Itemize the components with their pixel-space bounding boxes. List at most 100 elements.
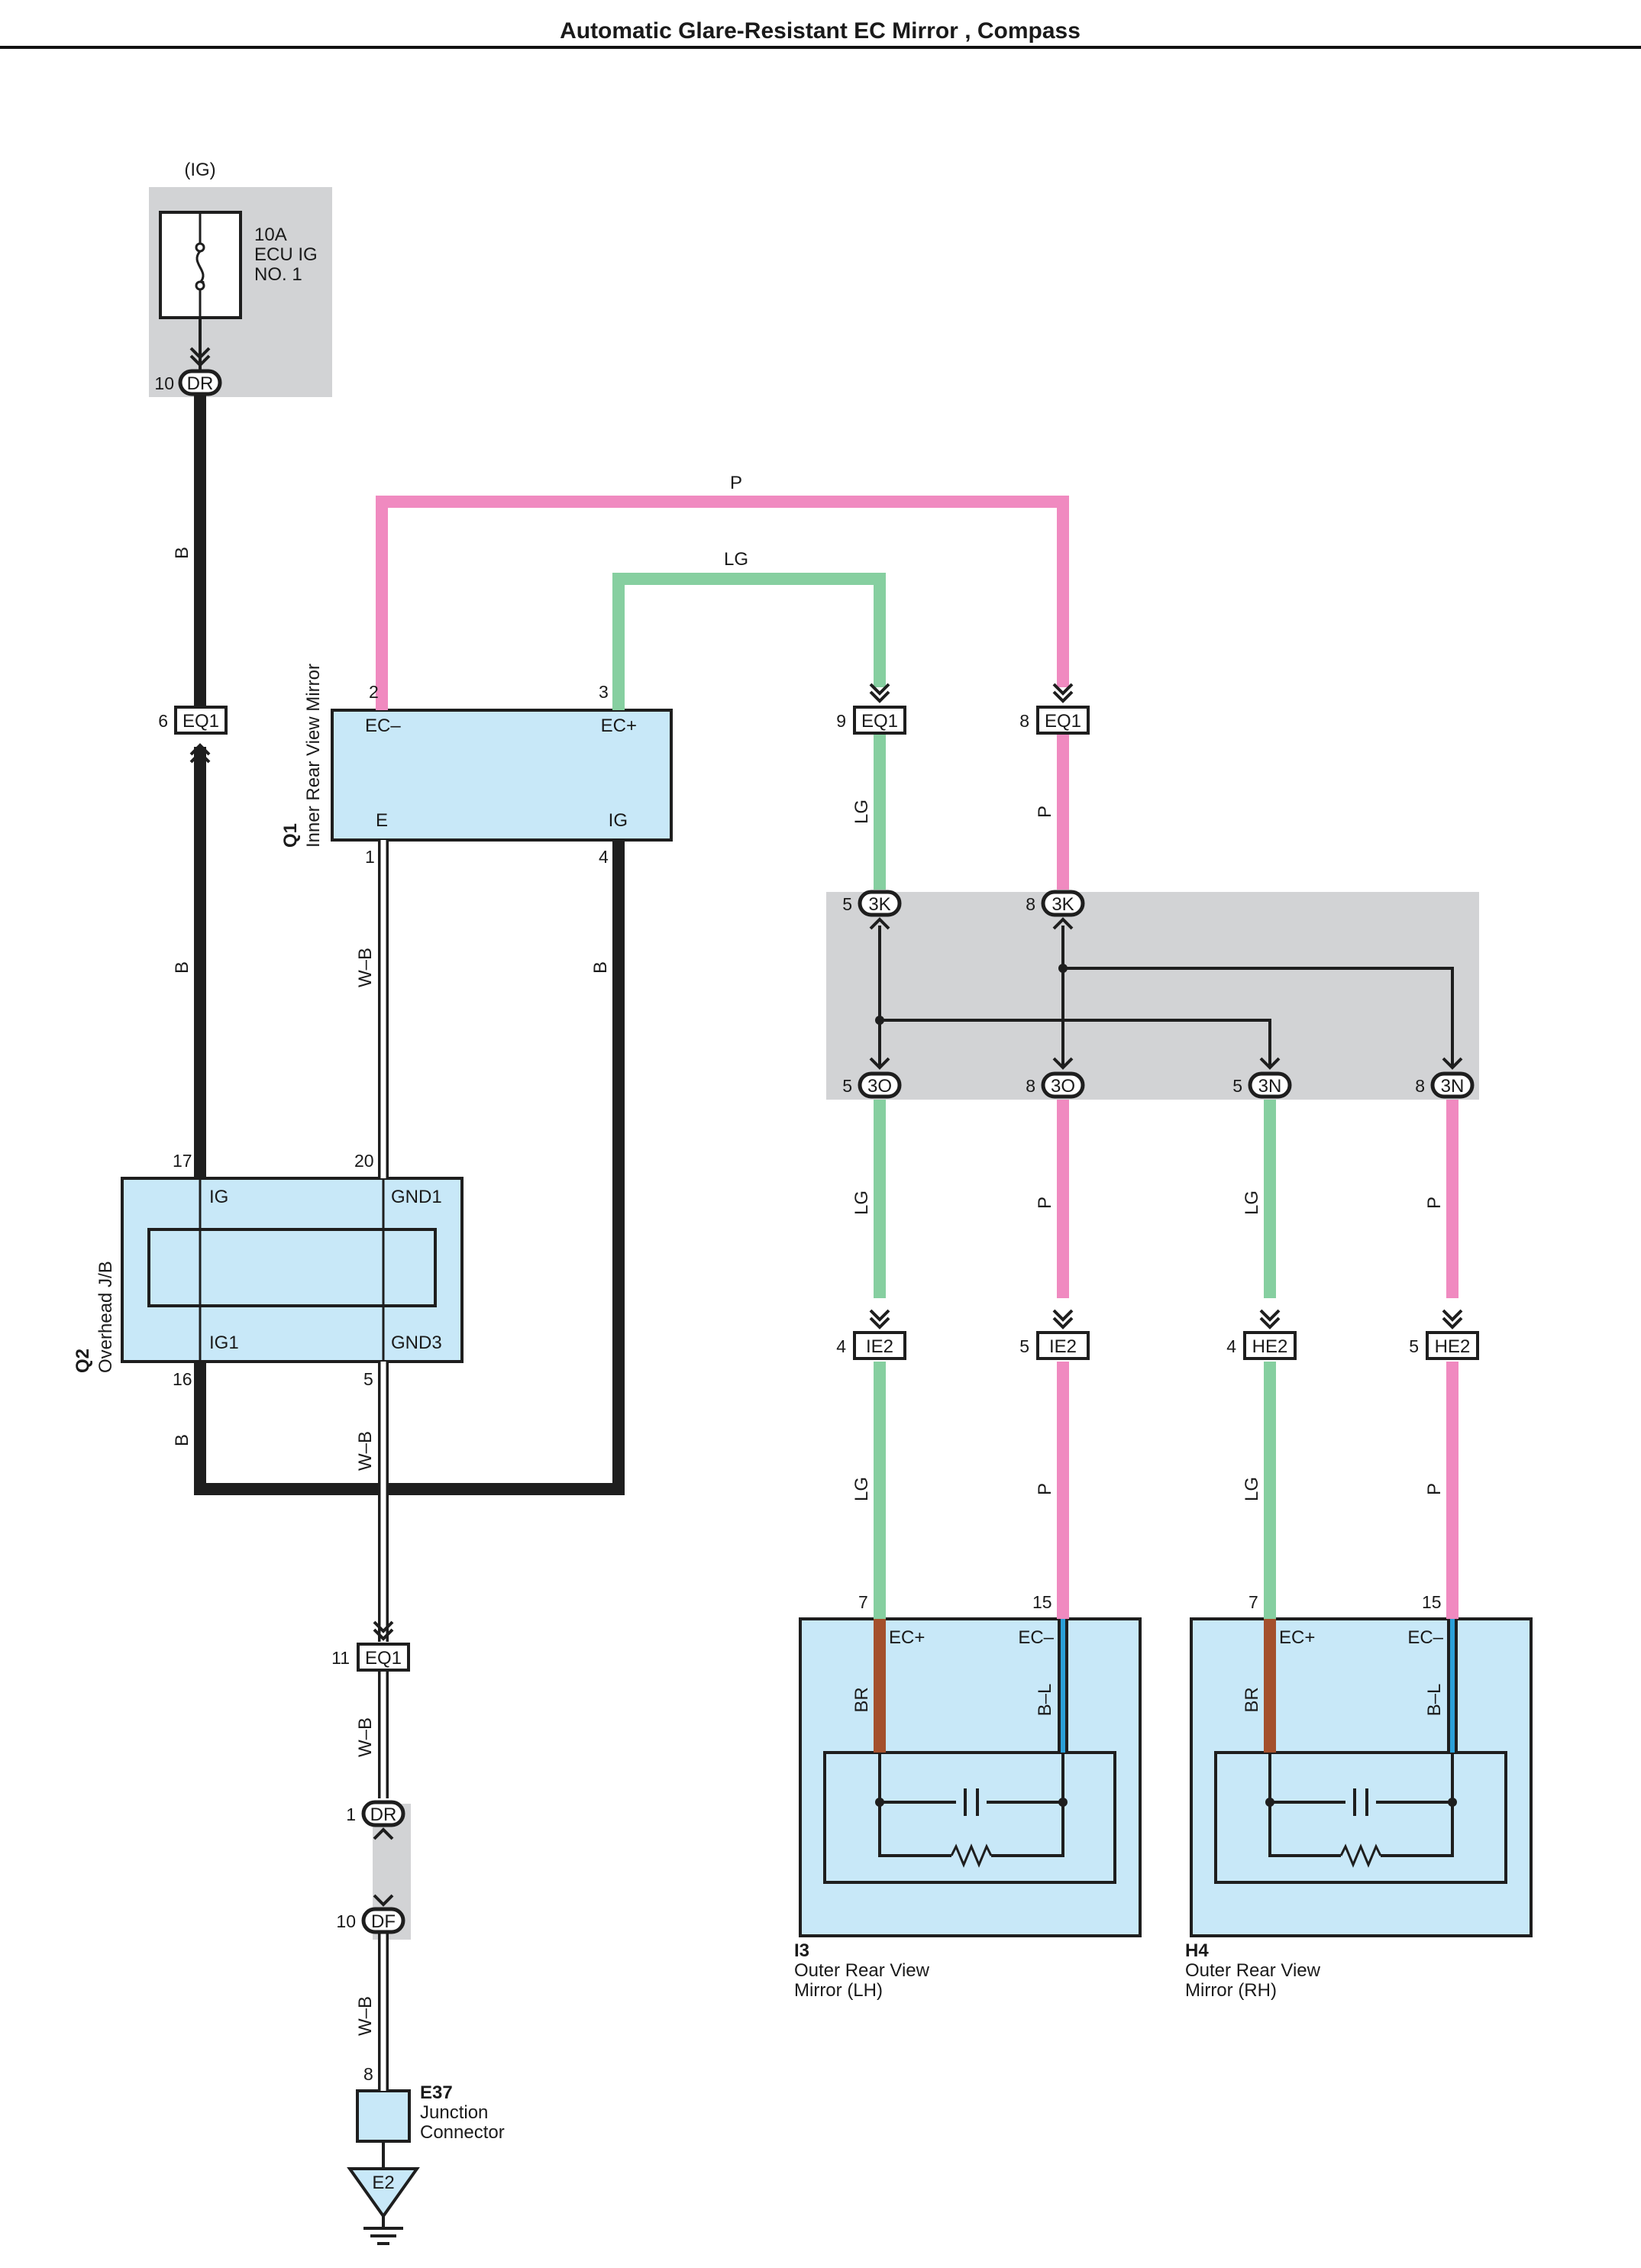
svg-text:10: 10 [336,1911,356,1931]
svg-text:B: B [172,1434,192,1446]
svg-text:8: 8 [1019,711,1029,731]
connector-dr-ground: DR 1 [346,1800,405,1827]
svg-text:3: 3 [599,682,609,702]
svg-text:5: 5 [1019,1336,1029,1356]
svg-text:GND1: GND1 [391,1187,442,1207]
svg-text:11: 11 [331,1648,350,1668]
outer-rh-labels: 7 EC+ 15 EC– H4 Outer Rear View Mirror (… [1185,1592,1444,2001]
svg-text:LG: LG [851,1191,872,1215]
svg-text:EQ1: EQ1 [861,711,898,732]
svg-text:P: P [1424,1483,1445,1495]
svg-text:4: 4 [1226,1336,1236,1356]
svg-text:Connector: Connector [420,2122,505,2143]
svg-text:EC–: EC– [1018,1627,1054,1648]
inner-mirror-box [331,709,673,842]
svg-text:1: 1 [365,847,375,867]
chevron-icons [189,347,1463,1907]
svg-text:EC–: EC– [1407,1627,1443,1648]
svg-text:9: 9 [836,711,846,731]
svg-text:B–L: B–L [1424,1684,1445,1717]
svg-text:5: 5 [1232,1076,1242,1096]
connector-ie2-lg: IE2 4 [836,1331,906,1360]
svg-text:3K: 3K [868,894,890,915]
svg-text:2: 2 [369,682,379,702]
inner-mirror-labels: 2 EC– 3 EC+ E 1 IG 4 Q1 Inner Rear View … [280,664,637,867]
svg-text:3N: 3N [1258,1076,1282,1097]
svg-text:P: P [1035,1197,1055,1209]
svg-text:EC+: EC+ [601,716,637,736]
svg-text:P: P [1424,1197,1445,1209]
svg-text:3O: 3O [1051,1076,1075,1097]
svg-text:15: 15 [1032,1592,1052,1612]
svg-text:3K: 3K [1051,894,1074,915]
svg-text:Outer Rear View: Outer Rear View [794,1960,930,1981]
svg-text:6: 6 [158,711,168,731]
svg-text:DR: DR [370,1804,397,1825]
outer-lh-inner [823,1751,1116,1884]
svg-text:EC+: EC+ [889,1627,925,1648]
svg-text:EQ1: EQ1 [365,1648,402,1669]
svg-text:Mirror (LH): Mirror (LH) [794,1980,883,2001]
svg-text:IE2: IE2 [866,1336,893,1357]
svg-text:3N: 3N [1441,1076,1465,1097]
svg-text:IG1: IG1 [209,1333,239,1353]
svg-text:W–B: W–B [355,1996,376,2036]
splice-lines [878,926,1454,1065]
connector-he2-lg: HE2 4 [1226,1331,1297,1360]
svg-text:15: 15 [1422,1592,1442,1612]
svg-text:I3: I3 [794,1940,809,1961]
junction-connector-labels: 8 E37 Junction Connector [363,2064,505,2143]
connector-eq1-p: EQ1 8 [1019,706,1090,735]
page-title: Automatic Glare-Resistant EC Mirror , Co… [560,18,1081,44]
svg-text:B: B [590,961,611,974]
overhead-jb-labels: 17 IG 20 GND1 IG1 16 GND3 5 Q2 Overhead … [73,1151,442,1389]
svg-text:LG: LG [724,549,748,570]
connector-eq1-ground: EQ1 11 [331,1643,410,1672]
svg-text:Mirror (RH): Mirror (RH) [1185,1980,1277,2001]
wire-labels: B B B B W–B W–B W–B W–B LG LG LG LG LG P… [172,473,1445,2036]
svg-text:8: 8 [1026,1076,1035,1096]
svg-text:Q2: Q2 [73,1349,93,1373]
svg-text:4: 4 [599,847,609,867]
svg-text:B: B [172,961,192,974]
svg-text:Junction: Junction [420,2102,488,2123]
svg-text:1: 1 [346,1804,356,1824]
connector-3n-p: 3N 8 [1415,1071,1475,1099]
svg-text:Overhead J/B: Overhead J/B [95,1261,116,1373]
svg-text:5: 5 [842,1076,852,1096]
fuse-supply-label: (IG) [184,160,215,180]
junction-connector-box [356,2089,411,2143]
svg-text:7: 7 [1249,1592,1258,1612]
svg-text:LG: LG [1242,1477,1262,1501]
connector-eq1-b: EQ1 6 [158,706,228,735]
svg-text:DF: DF [371,1911,396,1932]
outer-rh-internal [1264,1619,1458,1868]
svg-text:B: B [172,547,192,559]
svg-text:10: 10 [154,373,174,393]
outer-rh-inner [1214,1751,1507,1884]
svg-text:H4: H4 [1185,1940,1209,1961]
svg-text:5: 5 [842,894,852,914]
connector-3o-lg: 3O 5 [842,1071,902,1099]
svg-text:W–B: W–B [355,1717,376,1757]
pink-wires [376,496,1458,1619]
fuse-rating: 10A [254,225,287,245]
green-wires [612,573,1276,1619]
svg-text:W–B: W–B [355,948,376,987]
svg-text:Inner Rear View Mirror: Inner Rear View Mirror [303,664,324,848]
connector-3k-p: 3K 8 [1026,890,1085,917]
svg-text:E: E [376,810,388,831]
connector-3n-lg: 3N 5 [1232,1071,1292,1099]
outer-lh-box [799,1617,1142,1937]
splice-dot-p [1058,964,1068,973]
svg-text:BR: BR [851,1687,872,1712]
svg-text:8: 8 [1415,1076,1425,1096]
svg-text:IE2: IE2 [1049,1336,1077,1357]
svg-text:3O: 3O [867,1076,892,1097]
svg-text:EQ1: EQ1 [1045,711,1081,732]
connector-dr-fuse: DR 10 [154,369,222,396]
ground-label: E2 [372,2173,394,2193]
fuse-terminal-bottom [195,280,205,291]
svg-text:Outer Rear View: Outer Rear View [1185,1960,1321,1981]
connector-3k-lg: 3K 5 [842,890,902,917]
